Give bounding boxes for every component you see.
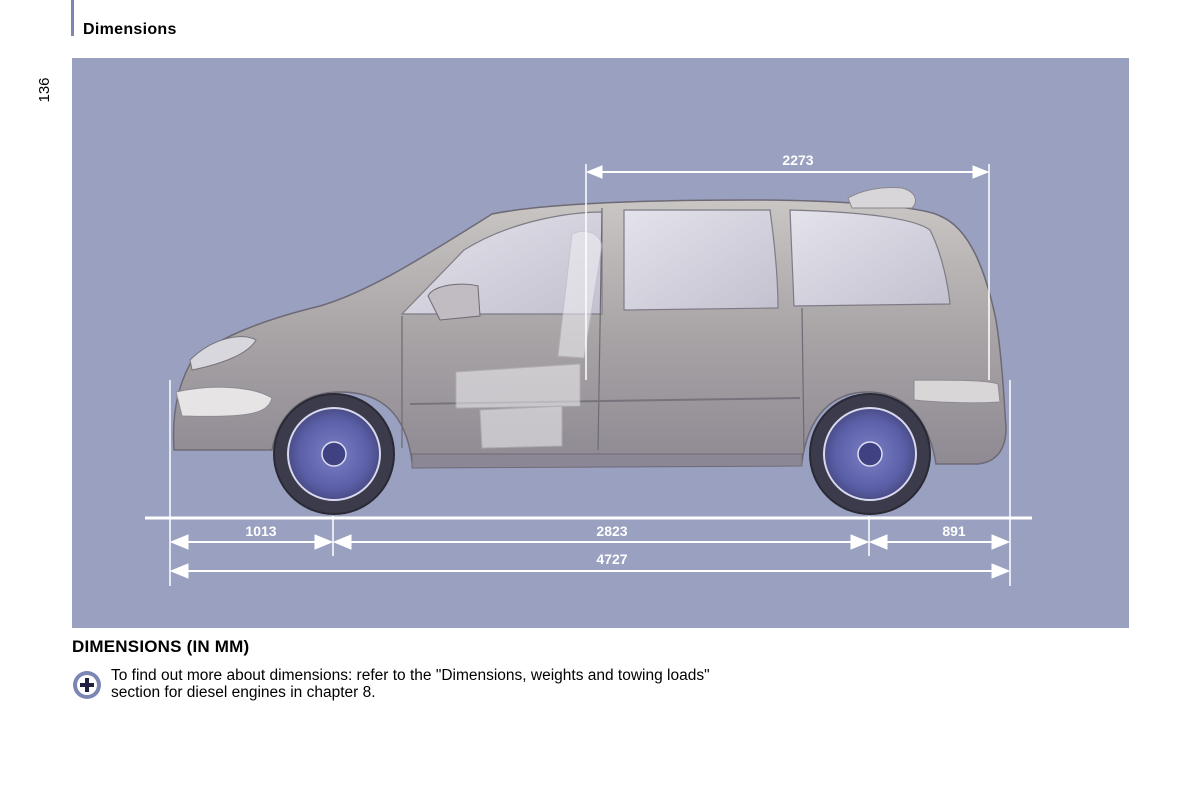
header-accent-bar xyxy=(71,0,74,36)
info-note-text: To find out more about dimensions: refer… xyxy=(111,667,710,701)
headlight xyxy=(189,336,257,371)
car-silhouette xyxy=(172,187,1007,469)
rear-window xyxy=(789,209,951,307)
page-number: 136 xyxy=(36,77,53,103)
seat-ghost xyxy=(455,230,603,449)
rear-bumper xyxy=(913,379,1001,404)
dimension-label-front-overhang: 1013 xyxy=(245,523,276,539)
dimension-label-rear-overhang: 891 xyxy=(942,523,966,539)
front-bumper xyxy=(175,386,273,417)
dimension-label-wheelbase: 2823 xyxy=(596,523,627,539)
vehicle-diagram: 2273 1013 2823 891 4727 xyxy=(145,152,1032,586)
side-mirror xyxy=(427,283,481,321)
rear-wheel xyxy=(809,393,931,515)
dimension-label-overall-length: 4727 xyxy=(596,551,627,567)
dimension-lines xyxy=(145,164,1032,586)
page-header-title: Dimensions xyxy=(83,21,177,38)
dimension-label-top: 2273 xyxy=(782,152,813,168)
plus-circle-icon xyxy=(73,671,101,699)
roof-spoiler xyxy=(847,187,916,209)
section-heading: DIMENSIONS (IN MM) xyxy=(72,637,250,656)
vehicle-dimensions-figure: 2273 1013 2823 891 4727 xyxy=(72,58,1129,628)
front-wheel xyxy=(273,393,395,515)
middle-window xyxy=(623,209,779,311)
